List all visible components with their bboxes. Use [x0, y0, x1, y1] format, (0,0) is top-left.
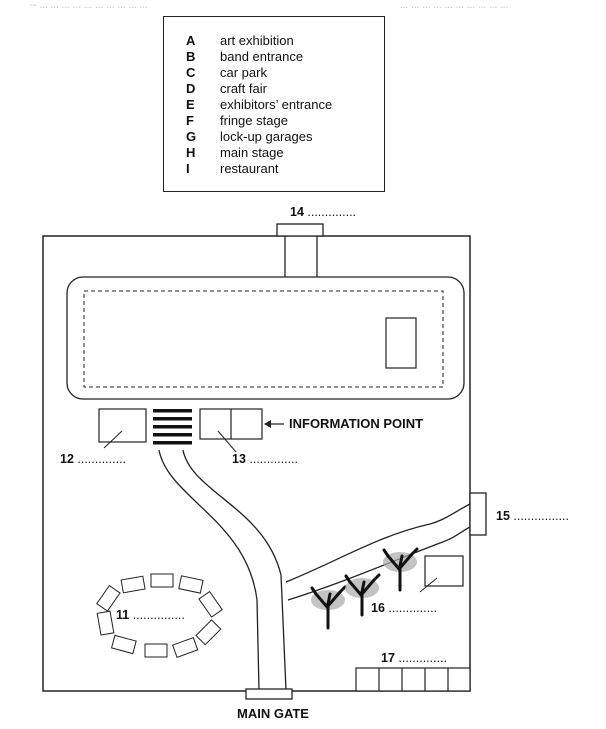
- stall: [178, 575, 204, 594]
- main-stage-dashed-outline: [83, 290, 444, 388]
- info-arrow-head: [264, 420, 271, 428]
- right-entrance-gate: [469, 492, 487, 536]
- stall: [144, 643, 168, 658]
- stall-ring: [96, 573, 223, 658]
- blank-number: 16: [371, 601, 385, 615]
- legend-label: band entrance: [220, 49, 304, 64]
- legend-letter: A: [186, 33, 196, 48]
- building-near-trees: [424, 555, 464, 587]
- tree: [310, 585, 347, 630]
- branch-path-lower-edge: [287, 526, 471, 601]
- legend-label: main stage: [220, 145, 284, 160]
- blank-dots: ...............: [132, 608, 185, 622]
- blank-dots: ..............: [388, 601, 438, 615]
- legend-letter: G: [186, 129, 197, 144]
- main-gate-bar: [245, 688, 293, 700]
- legend-letter: E: [186, 97, 195, 112]
- legend-label: fringe stage: [220, 113, 288, 128]
- pointer-building: [419, 577, 438, 593]
- pointer-12: [103, 430, 123, 449]
- trees: [310, 547, 419, 630]
- legend-label: exhibitors’ entrance: [220, 97, 333, 112]
- blank-14: 14 ..............: [290, 205, 356, 219]
- blank-16: 16 ..............: [371, 601, 437, 615]
- cropped-text-right: ... ... ... ... ... ... ... ... ... ...: [400, 0, 509, 11]
- step: [153, 433, 192, 437]
- blank-number: 12: [60, 452, 74, 466]
- legend-letter: F: [186, 113, 194, 128]
- stall: [120, 575, 146, 594]
- blank-dots: ..............: [398, 651, 448, 665]
- garages: [355, 667, 471, 692]
- step: [153, 409, 192, 413]
- blank-number: 15: [496, 509, 510, 523]
- legend-label: car park: [220, 65, 267, 80]
- blank-dots: ..............: [77, 452, 127, 466]
- tree: [382, 547, 419, 592]
- step: [153, 441, 192, 445]
- pointer-13: [217, 430, 237, 453]
- stall: [198, 590, 223, 618]
- step: [153, 425, 192, 429]
- legend-letter: B: [186, 49, 196, 64]
- building-12: [98, 408, 147, 443]
- path-right-edge: [182, 449, 287, 691]
- legend-letter: I: [186, 161, 190, 176]
- blank-11: 11 ...............: [116, 608, 185, 622]
- stall: [150, 573, 174, 588]
- legend-letter: C: [186, 65, 196, 80]
- legend-label: lock-up garages: [220, 129, 313, 144]
- entrance-steps: [153, 409, 192, 445]
- stall: [96, 584, 121, 612]
- cropped-text-left: -- ... ... ... ... ... ... ... ... ... .…: [30, 0, 148, 11]
- legend-label: restaurant: [220, 161, 279, 176]
- branch-path-upper-edge: [285, 503, 471, 583]
- main-stage-area: [66, 276, 465, 400]
- tree-trunk: [344, 573, 381, 617]
- blank-dots: ..............: [249, 452, 299, 466]
- blank-dots: ................: [513, 509, 569, 523]
- main-gate-label: MAIN GATE: [237, 706, 309, 721]
- blank-15: 15 ................: [496, 509, 569, 523]
- stall: [110, 634, 137, 655]
- blank-number: 13: [232, 452, 246, 466]
- top-entrance-gate: [276, 223, 324, 237]
- stall: [96, 610, 115, 636]
- legend-letter: H: [186, 145, 196, 160]
- step: [153, 417, 192, 421]
- garage-row: [355, 667, 471, 692]
- tree-trunk: [310, 585, 347, 630]
- stage-small-box: [385, 317, 417, 369]
- blank-13: 13 ..............: [232, 452, 298, 466]
- information-point-label: INFORMATION POINT: [289, 416, 424, 431]
- stall: [195, 619, 222, 646]
- tree-trunk: [382, 547, 419, 592]
- blank-12: 12 ..............: [60, 452, 126, 466]
- blank-dots: ..............: [307, 205, 357, 219]
- top-entrance-passage: [284, 235, 318, 279]
- path-left-edge: [158, 449, 260, 691]
- stall: [171, 636, 199, 658]
- blank-number: 11: [116, 608, 130, 622]
- blank-number: 17: [381, 651, 395, 665]
- legend-label: craft fair: [220, 81, 267, 96]
- blank-17: 17 ..............: [381, 651, 447, 665]
- tree: [344, 573, 381, 617]
- legend-label: art exhibition: [220, 33, 294, 48]
- legend-letter: D: [186, 81, 196, 96]
- blank-number: 14: [290, 205, 304, 219]
